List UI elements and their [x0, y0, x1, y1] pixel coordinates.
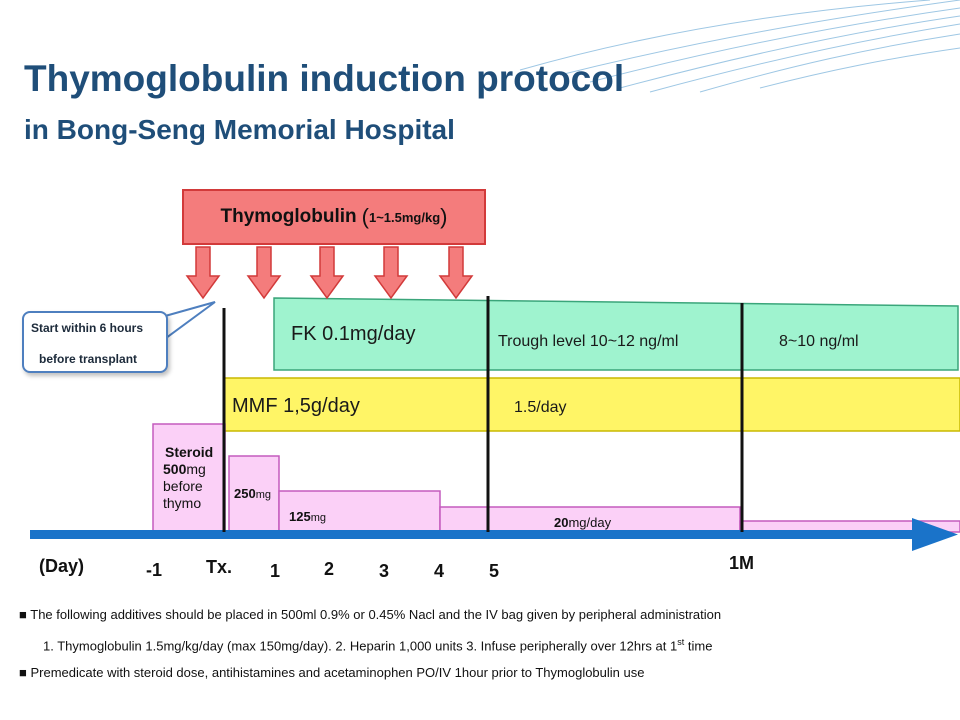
fk-label: FK 0.1mg/day: [291, 323, 416, 345]
note-3: ■ Premedicate with steroid dose, antihis…: [19, 665, 644, 680]
thymoglobulin-paren-close: ): [440, 204, 448, 229]
steroid-20-num: 20: [554, 515, 569, 530]
steroid-250-label: 250mg: [234, 486, 271, 501]
steroid-125-label: 125mg: [289, 509, 326, 524]
time-markers: [222, 296, 744, 532]
steroid-250-unit: mg: [255, 489, 271, 501]
page-title: Thymoglobulin induction protocol: [24, 58, 625, 99]
note-1-text: The following additives should be placed…: [30, 607, 722, 622]
steroid-125-unit: mg: [310, 512, 326, 524]
fk-band: [273, 297, 959, 371]
steroid-steps: [152, 423, 960, 533]
timeline-tick-day4: 4: [434, 561, 445, 581]
steroid-name: Steroid: [165, 444, 214, 460]
steroid-500-label: Steroid 500mg before thymo: [163, 444, 213, 512]
steroid-line3: before: [163, 478, 203, 494]
steroid-20-unit: mg/day: [568, 515, 612, 530]
steroid-dose-unit: mg: [186, 461, 206, 477]
note-2: 1. Thymoglobulin 1.5mg/kg/day (max 150mg…: [43, 637, 712, 653]
timeline-tick-tx: Tx.: [206, 557, 233, 577]
thymoglobulin-dose-arrows: [185, 246, 474, 300]
timeline-tick-day-minus1: -1: [146, 560, 163, 580]
note-3-bullet: ■: [19, 665, 27, 680]
thymoglobulin-label: Thymoglobulin: [220, 206, 357, 227]
timeline-tick-day2: 2: [324, 559, 335, 579]
timeline-tick-day3: 3: [379, 561, 390, 581]
dose-arrow-3: [309, 246, 345, 300]
timeline-unit-label: (Day): [39, 556, 85, 576]
page-subtitle: in Bong-Seng Memorial Hospital: [24, 114, 455, 145]
note-2-text: 1. Thymoglobulin 1.5mg/kg/day (max 150mg…: [43, 638, 678, 654]
timeline-arrow: [30, 518, 958, 551]
dose-arrow-1: [185, 246, 221, 300]
mmf-label: MMF 1,5g/day: [232, 395, 360, 417]
timeline-tick-1month: 1M: [729, 553, 755, 573]
steroid-20-label: 20mg/day: [554, 515, 611, 530]
note-2-sup: st: [677, 637, 685, 647]
steroid-250-num: 250: [234, 486, 256, 501]
note-2-end: time: [684, 638, 713, 654]
steroid-step-20: [439, 506, 741, 533]
dose-arrow-4: [373, 246, 409, 300]
fk-trough-later-label: 8~10 ng/ml: [779, 333, 859, 350]
start-timing-callout: Start within 6 hours before transplant: [22, 311, 168, 373]
header-decoration: [519, 0, 960, 93]
dose-arrow-2: [246, 246, 282, 300]
note-1-bullet: ■: [19, 607, 27, 622]
mmf-band: [223, 377, 960, 432]
mmf-later-label: 1.5/day: [514, 399, 567, 416]
steroid-125-num: 125: [289, 509, 311, 524]
timeline-tick-day1: 1: [270, 561, 281, 581]
dose-arrow-5: [438, 246, 474, 300]
fk-trough-label: Trough level 10~12 ng/ml: [498, 333, 679, 350]
steroid-dose-num: 500: [163, 461, 187, 477]
note-1: ■ The following additives should be plac…: [19, 607, 721, 622]
steroid-step-500: [152, 423, 226, 533]
thymoglobulin-box: Thymoglobulin ( 1~1.5mg/kg ): [182, 189, 486, 245]
callout-line-2: before transplant: [39, 352, 138, 366]
callout-line-1: Start within 6 hours: [31, 321, 144, 335]
note-3-text: Premedicate with steroid dose, antihista…: [30, 665, 645, 680]
thymoglobulin-paren-open: (: [361, 204, 369, 229]
steroid-line4: thymo: [163, 495, 202, 511]
steroid-step-125: [278, 490, 441, 533]
timeline-tick-day5: 5: [489, 561, 500, 581]
thymoglobulin-dose: 1~1.5mg/kg: [368, 209, 441, 225]
